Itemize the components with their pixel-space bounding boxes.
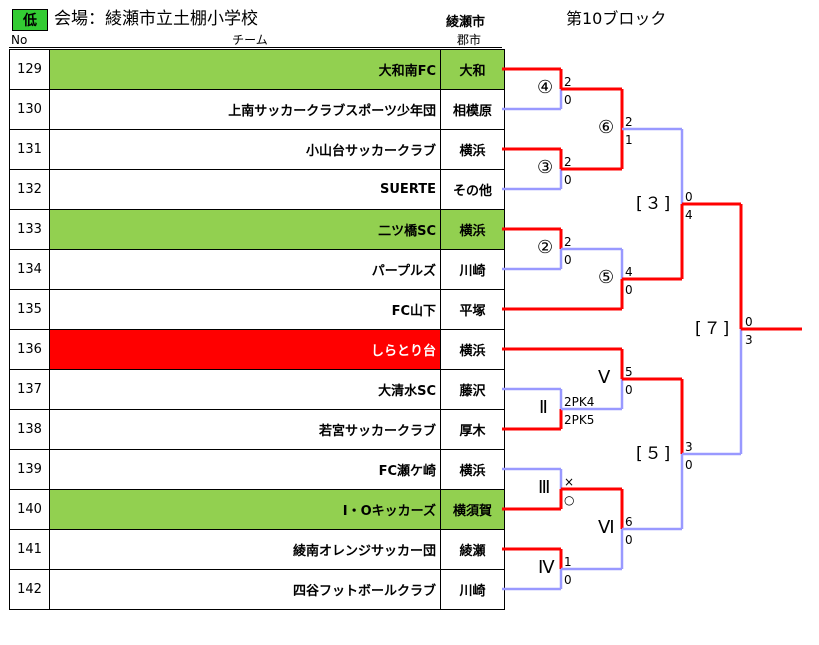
score-top: 5 <box>625 365 633 379</box>
score-bottom: 3 <box>745 333 753 347</box>
match-label: Ⅱ <box>539 397 548 418</box>
team-name: SUERTE <box>49 169 441 210</box>
team-region: 横浜 <box>440 329 505 370</box>
team-region: 綾瀬 <box>440 529 505 570</box>
score-bottom: 0 <box>564 253 572 267</box>
score-bottom: 1 <box>625 133 633 147</box>
score-top: 2 <box>625 115 633 129</box>
match-label: [７] <box>695 319 732 339</box>
score-bottom: ○ <box>564 493 575 507</box>
match-label: ② <box>537 237 554 258</box>
team-number: 137 <box>9 369 50 410</box>
team-region: 横浜 <box>440 209 505 250</box>
host-city: 綾瀬市 <box>446 15 486 30</box>
match-label: ⑥ <box>598 117 615 138</box>
column-header-no: No <box>11 33 28 47</box>
team-number: 142 <box>9 569 50 610</box>
team-number: 130 <box>9 89 50 130</box>
score-bottom: 2PK5 <box>564 413 595 427</box>
score-bottom: 0 <box>625 283 633 297</box>
team-number: 135 <box>9 289 50 330</box>
header-divider <box>9 47 502 48</box>
match-label: ⑤ <box>598 267 615 288</box>
team-name: I・Oキッカーズ <box>49 489 441 530</box>
block-title: 第10ブロック <box>566 9 667 28</box>
team-number: 132 <box>9 169 50 210</box>
team-region: 川崎 <box>440 569 505 610</box>
match-label: ③ <box>537 157 554 178</box>
team-region: 横浜 <box>440 449 505 490</box>
category-badge: 低 <box>12 9 48 31</box>
score-top: × <box>564 475 575 489</box>
match-label: Ⅳ <box>538 557 555 578</box>
score-bottom: 0 <box>685 458 693 472</box>
team-number: 141 <box>9 529 50 570</box>
team-number: 131 <box>9 129 50 170</box>
match-label: ④ <box>537 77 554 98</box>
score-bottom: 4 <box>685 208 693 222</box>
team-name: 大清水SC <box>49 369 441 410</box>
score-top: 2PK4 <box>564 395 595 409</box>
column-header-region: 郡市 <box>456 33 481 47</box>
team-region: 横浜 <box>440 129 505 170</box>
match-label: Ⅵ <box>598 517 615 538</box>
team-region: 大和 <box>440 49 505 90</box>
venue-title: 会場：綾瀬市立土棚小学校 <box>54 9 258 29</box>
match-label: Ⅴ <box>598 367 611 388</box>
team-number: 136 <box>9 329 50 370</box>
score-top: 2 <box>564 235 572 249</box>
column-header-team: チーム <box>232 33 268 47</box>
score-bottom: 0 <box>564 93 572 107</box>
team-name: 小山台サッカークラブ <box>49 129 441 170</box>
score-bottom: 0 <box>625 533 633 547</box>
team-region: 相模原 <box>440 89 505 130</box>
match-label: [５] <box>636 444 673 464</box>
match-label: Ⅲ <box>538 477 551 498</box>
score-bottom: 0 <box>564 573 572 587</box>
team-number: 134 <box>9 249 50 290</box>
score-top: 2 <box>564 75 572 89</box>
score-top: 4 <box>625 265 633 279</box>
team-region: 川崎 <box>440 249 505 290</box>
team-name: しらとり台 <box>49 329 441 370</box>
score-top: 0 <box>685 190 693 204</box>
team-name: 四谷フットボールクラブ <box>49 569 441 610</box>
score-top: 1 <box>564 555 572 569</box>
score-top: 0 <box>745 315 753 329</box>
score-bottom: 0 <box>564 173 572 187</box>
team-number: 133 <box>9 209 50 250</box>
match-label: [３] <box>636 194 673 214</box>
team-number: 129 <box>9 49 50 90</box>
team-number: 139 <box>9 449 50 490</box>
team-name: 綾南オレンジサッカー団 <box>49 529 441 570</box>
team-number: 138 <box>9 409 50 450</box>
score-top: 2 <box>564 155 572 169</box>
score-bottom: 0 <box>625 383 633 397</box>
team-name: 大和南FC <box>49 49 441 90</box>
score-top: 3 <box>685 440 693 454</box>
score-top: 6 <box>625 515 633 529</box>
